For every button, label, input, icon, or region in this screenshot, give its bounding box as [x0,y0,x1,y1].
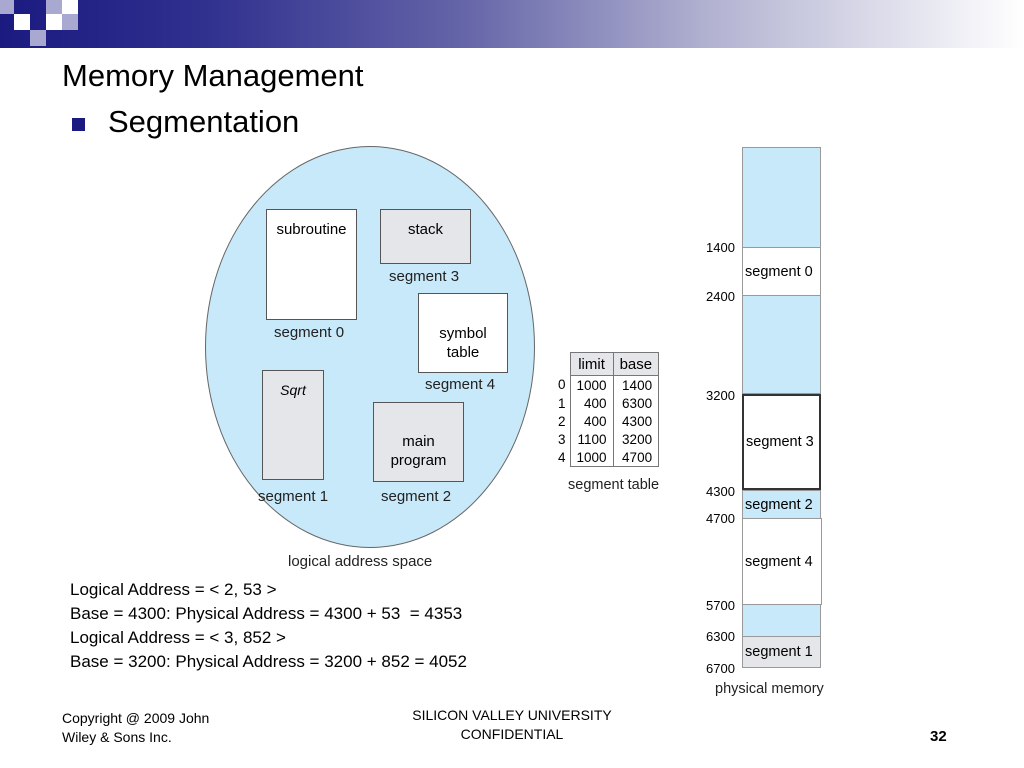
note-line-4: Base = 3200: Physical Address = 3200 + 8… [70,652,467,671]
slide-title: Memory Management [62,58,364,93]
segment-table-caption: segment table [568,477,660,493]
memory-segment-4: segment 4 [742,518,822,605]
slide-subtitle: Segmentation [108,104,300,139]
address-tick: 3200 [706,388,735,403]
memory-segment-3: segment 3 [742,394,821,490]
note-line-2: Base = 4300: Physical Address = 4300 + 5… [70,604,463,623]
address-tick: 6700 [706,661,735,676]
block-subroutine-text: subroutine [276,221,347,238]
footer-copyright: Copyright @ 2009 John Wiley & Sons Inc. [62,710,210,745]
address-tick: 6300 [706,629,735,644]
memory-free-block [742,147,821,248]
page-number: 32 [930,728,947,745]
address-tick: 4300 [706,484,735,499]
footer-confidential: SILICON VALLEY UNIVERSITY CONFIDENTIAL [412,707,612,742]
block-main-program: main program [373,402,464,482]
label-segment-0: segment 0 [274,324,345,341]
memory-segment-2: segment 2 [742,490,821,519]
memory-free-block [742,295,821,394]
block-sqrt: Sqrt [262,370,324,480]
table-row: 4 1000 4700 [556,448,660,467]
segment-table-header-limit: limit [569,352,614,376]
block-main-program-text: main program [390,433,447,469]
address-tick: 1400 [706,240,735,255]
block-stack-text: stack [407,221,443,238]
block-symbol-table: symbol table [418,293,508,373]
address-tick: 4700 [706,511,735,526]
physical-memory-caption: physical memory [715,681,824,697]
table-row: 0 1000 1400 [556,375,660,394]
label-segment-1: segment 1 [258,488,329,505]
block-symbol-table-text: symbol table [439,325,487,361]
label-segment-3: segment 3 [389,268,460,285]
note-line-3: Logical Address = < 3, 852 > [70,628,286,647]
segment-table-header-base: base [612,352,660,376]
logical-space-caption: logical address space [288,553,433,570]
segment-table: limit base 0 1000 1400 1 400 6300 2 400 … [556,352,660,467]
table-row: 3 1100 3200 [556,430,660,448]
memory-segment-0: segment 0 [742,247,821,296]
block-stack: stack [380,209,471,264]
table-row: 2 400 4300 [556,412,660,430]
block-subroutine: subroutine [266,209,357,320]
address-tick: 5700 [706,598,735,613]
bullet-square-icon [72,118,85,131]
memory-segment-1: segment 1 [742,636,821,668]
label-segment-2: segment 2 [381,488,452,505]
memory-free-block [742,604,821,637]
note-line-1: Logical Address = < 2, 53 > [70,580,277,599]
header-gradient-bar [0,0,1024,48]
table-row: 1 400 6300 [556,394,660,412]
label-segment-4: segment 4 [425,376,496,393]
address-tick: 2400 [706,289,735,304]
block-sqrt-text: Sqrt [280,382,306,398]
